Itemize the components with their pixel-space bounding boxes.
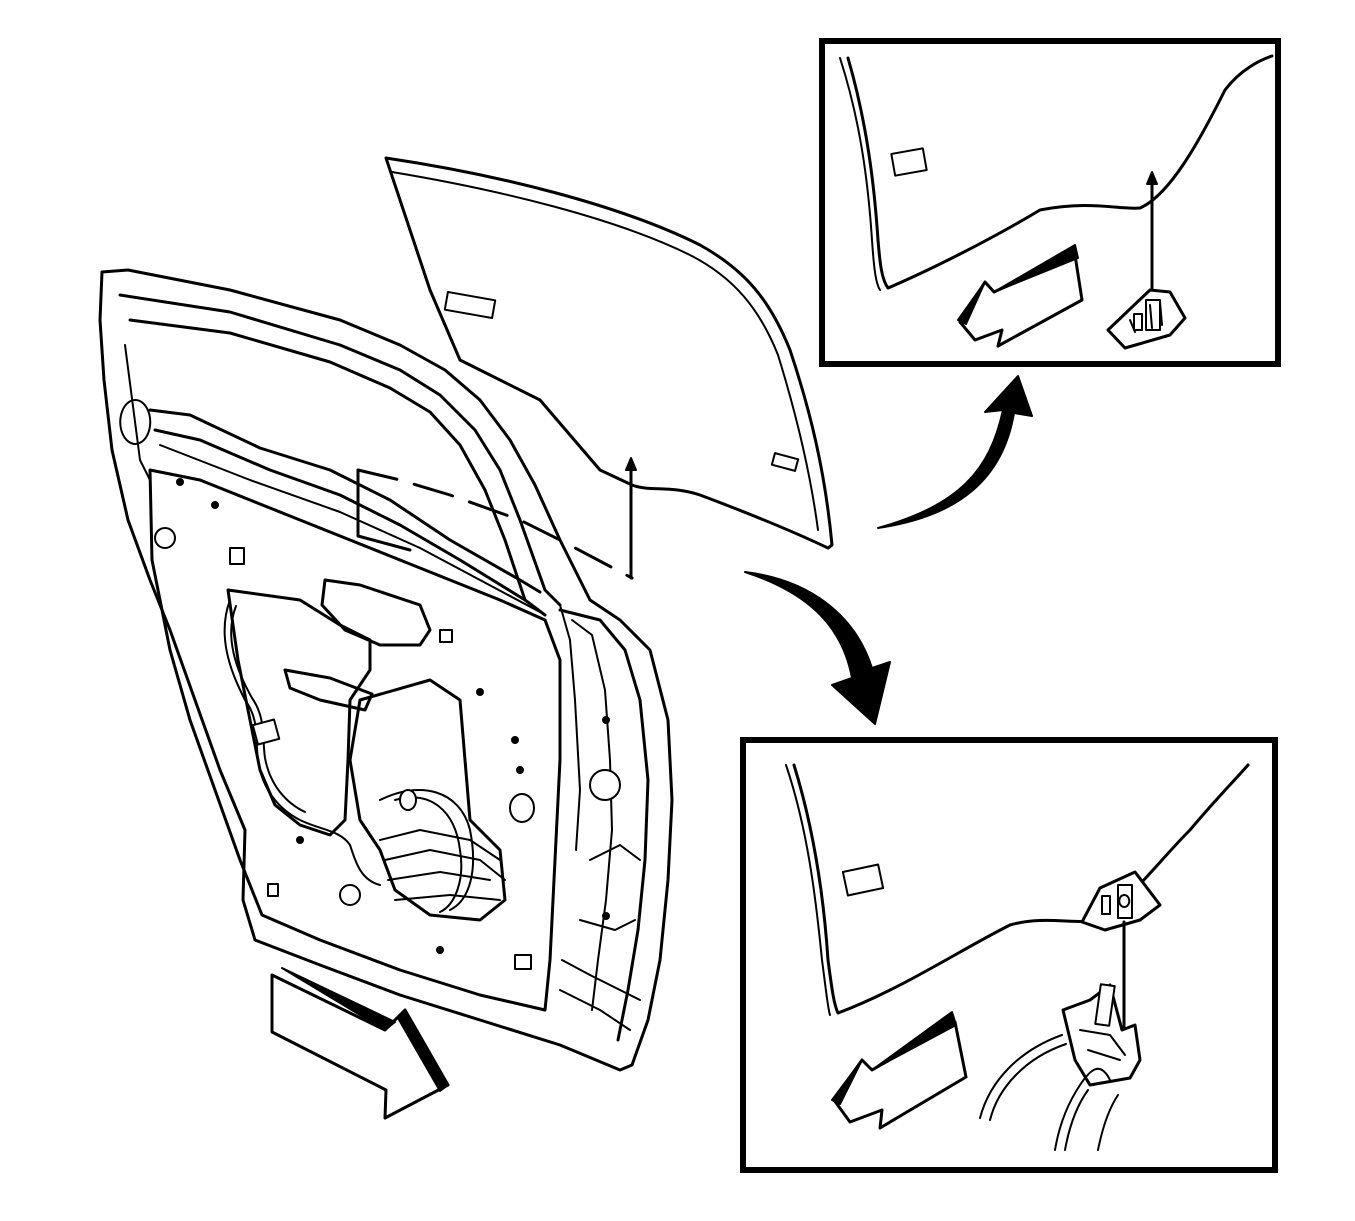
rear-door-frame	[98, 268, 674, 1072]
curved-arrow-up	[877, 375, 1033, 529]
window-glass	[356, 156, 834, 580]
top-detail	[819, 38, 1281, 367]
bottom-detail	[740, 737, 1278, 1173]
arrow-forward	[270, 967, 450, 1120]
arrow-rearward	[831, 1011, 968, 1130]
arrow-rearward	[957, 244, 1084, 348]
curved-arrow-down	[744, 571, 891, 725]
